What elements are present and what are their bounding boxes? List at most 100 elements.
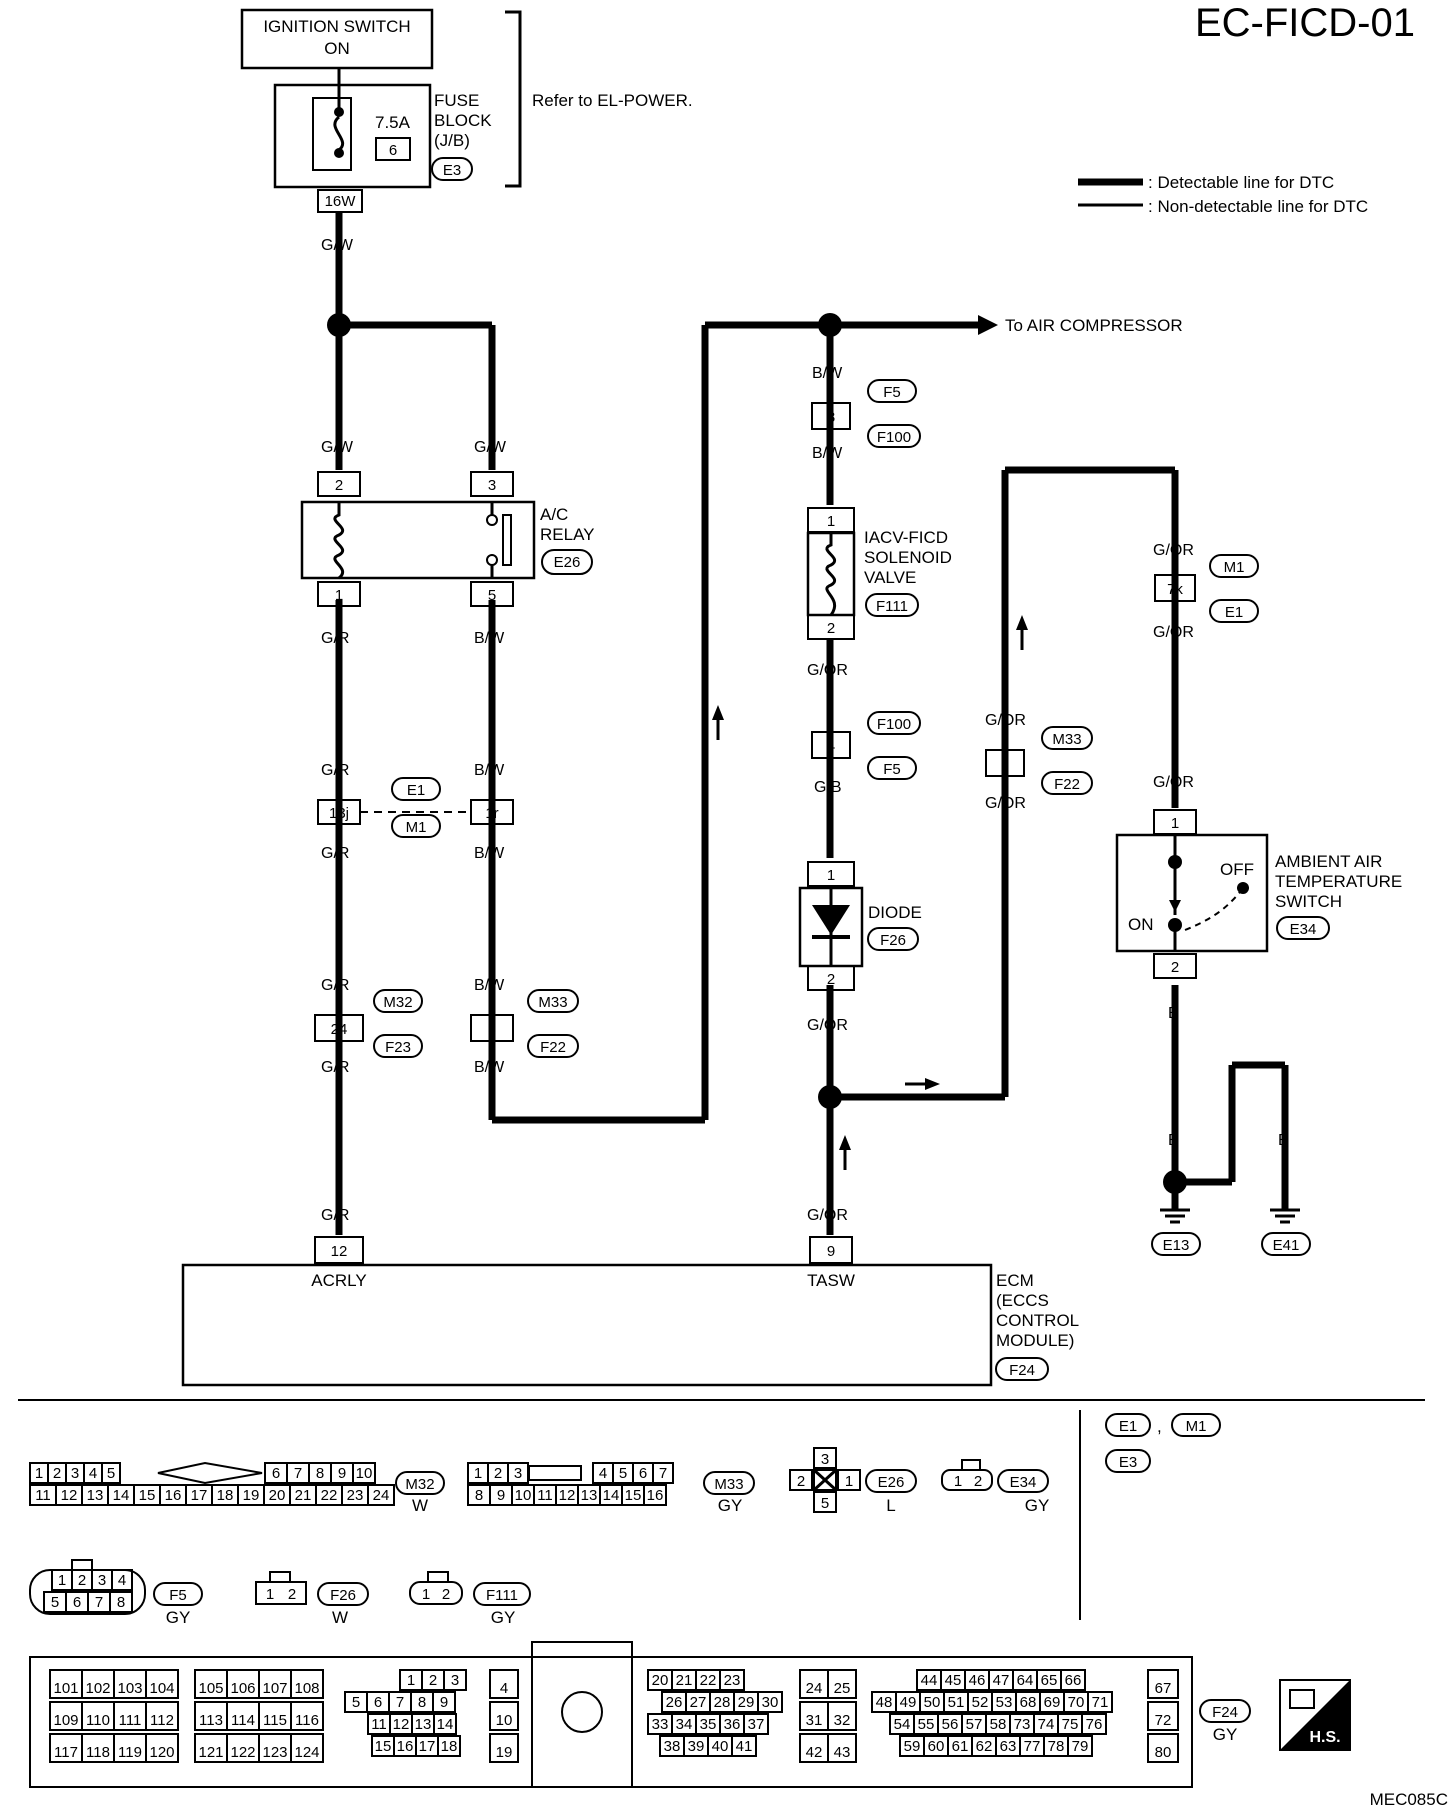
view-m32-color: W xyxy=(412,1496,428,1515)
pin-number: 114 xyxy=(231,1712,255,1729)
joint-pin: 2 xyxy=(1001,756,1009,773)
pin-cell xyxy=(101,1462,121,1484)
pin-number: 11 xyxy=(371,1716,387,1733)
pin-number: 6 xyxy=(272,1465,280,1482)
wire-label: G/R xyxy=(321,1207,349,1224)
pin-number: 22 xyxy=(700,1672,717,1689)
legend-nondetectable: : Non-detectable line for DTC xyxy=(1148,197,1368,216)
ambient-pin: 1 xyxy=(1171,815,1179,832)
e34-key xyxy=(961,1459,981,1471)
pin-number: 22 xyxy=(321,1487,338,1504)
joint-pin: 24 xyxy=(331,1021,348,1038)
pin-number: 21 xyxy=(676,1672,693,1689)
fuse-block: 7.5A 6 FUSE BLOCK (J/B) E3 16W Refer to … xyxy=(273,10,693,213)
relay-pin: 2 xyxy=(335,477,343,494)
view-f111-color: GY xyxy=(491,1608,516,1627)
pin-number: 103 xyxy=(117,1680,142,1697)
pin-number: 16 xyxy=(647,1487,664,1504)
pin-number: 51 xyxy=(948,1694,965,1711)
pin-cell xyxy=(757,1691,783,1713)
pin-number: 12 xyxy=(393,1716,410,1733)
pin-number: 6 xyxy=(374,1694,382,1711)
view-e34-pin: 2 xyxy=(974,1473,982,1490)
pin-number: 29 xyxy=(738,1694,755,1711)
wire-label: G/OR xyxy=(985,712,1026,729)
pin-number: 113 xyxy=(199,1712,223,1729)
pin-number: 19 xyxy=(243,1487,260,1504)
pin-number: 1 xyxy=(407,1672,415,1689)
pin-number: 11 xyxy=(35,1487,51,1504)
ecm-connector: F24 xyxy=(1009,1362,1035,1379)
e1-m1-joint: 13j 1r E1 M1 xyxy=(317,777,514,838)
pin-number: 117 xyxy=(54,1744,78,1761)
ecm-pin-tasw: 9 xyxy=(827,1243,835,1260)
ground-e41 xyxy=(1261,1232,1311,1256)
view-e26-pin: 1 xyxy=(845,1473,853,1490)
diode-connector: F26 xyxy=(880,932,906,949)
diagram-code: MEC085C xyxy=(1370,1790,1448,1809)
pin-cell xyxy=(827,1669,857,1699)
wire-labels: G/W G/W G/W G/R B/W G/R B/W G/R B/W G/R … xyxy=(321,237,1289,1224)
connector-f5: F5 xyxy=(883,384,901,401)
pin-cell xyxy=(109,1591,133,1613)
wire-label: G/R xyxy=(321,977,349,994)
connector-key xyxy=(528,1465,582,1481)
pin-number: 121 xyxy=(198,1744,223,1761)
pin-number: 110 xyxy=(86,1712,110,1729)
pin-number: 7 xyxy=(294,1465,302,1482)
pin-number: 13 xyxy=(87,1487,104,1504)
wire-label: G/R xyxy=(321,630,349,647)
pin-number: 53 xyxy=(996,1694,1013,1711)
ground-e41-label: E41 xyxy=(1273,1237,1300,1254)
pin-cell xyxy=(719,1669,745,1691)
pin-cell xyxy=(731,1735,757,1757)
view-e26-color: L xyxy=(886,1496,895,1515)
pin-number: 9 xyxy=(497,1487,505,1504)
ecm: 12 9 ACRLY TASW ECM (ECCS CONTROL MODULE… xyxy=(181,1236,1079,1387)
pin-number: 1 xyxy=(474,1465,482,1482)
ecm-tasw-label: TASW xyxy=(807,1271,855,1290)
view-m32-name-tag xyxy=(395,1471,445,1495)
wire-label: G/OR xyxy=(807,662,848,679)
pin-number: 108 xyxy=(294,1680,319,1697)
pin-number: 15 xyxy=(375,1738,392,1755)
view-e34-color: GY xyxy=(1025,1496,1050,1515)
pin-number: 31 xyxy=(806,1712,823,1729)
pin-number: 63 xyxy=(1000,1738,1017,1755)
pin-number: 15 xyxy=(625,1487,642,1504)
pin-number: 68 xyxy=(1020,1694,1037,1711)
ignition-state: ON xyxy=(324,39,350,58)
connector-f23: F23 xyxy=(385,1039,411,1056)
wire-label: B/W xyxy=(812,445,843,462)
pin-number: 14 xyxy=(437,1716,454,1733)
diode-pin: 1 xyxy=(827,867,835,884)
hs-badge: H.S. xyxy=(1279,1679,1351,1751)
wires xyxy=(327,213,1300,1235)
ground-e13-label: E13 xyxy=(1163,1237,1190,1254)
diode-label: DIODE xyxy=(868,903,922,922)
pin-number: 37 xyxy=(748,1716,765,1733)
pin-number: 75 xyxy=(1062,1716,1079,1733)
pin-number: 105 xyxy=(198,1680,223,1697)
pin-number: 33 xyxy=(652,1716,669,1733)
ambient-connector: E34 xyxy=(1290,921,1317,938)
pin-number: 3 xyxy=(451,1672,459,1689)
pin-number: 4 xyxy=(118,1572,126,1589)
pin-cell xyxy=(145,1733,179,1763)
pin-number: 109 xyxy=(53,1712,78,1729)
wire-label: G/W xyxy=(321,439,354,456)
pin-number: 17 xyxy=(419,1738,436,1755)
pin-number: 101 xyxy=(53,1680,78,1697)
f24-center-circle xyxy=(561,1691,603,1733)
connector-f100: F100 xyxy=(877,429,911,446)
solenoid-pin: 1 xyxy=(827,513,835,530)
ambient-label: AMBIENT AIR xyxy=(1275,852,1382,871)
pin-number: 11 xyxy=(537,1487,553,1504)
solenoid-label-2: SOLENOID xyxy=(864,548,952,567)
relay-label: A/C xyxy=(540,505,568,524)
wire-label: G/OR xyxy=(1153,542,1194,559)
wire-label: G/R xyxy=(321,762,349,779)
ac-relay: 2 3 1 5 A/C RELAY E26 xyxy=(300,471,595,607)
pin-number: 55 xyxy=(918,1716,935,1733)
